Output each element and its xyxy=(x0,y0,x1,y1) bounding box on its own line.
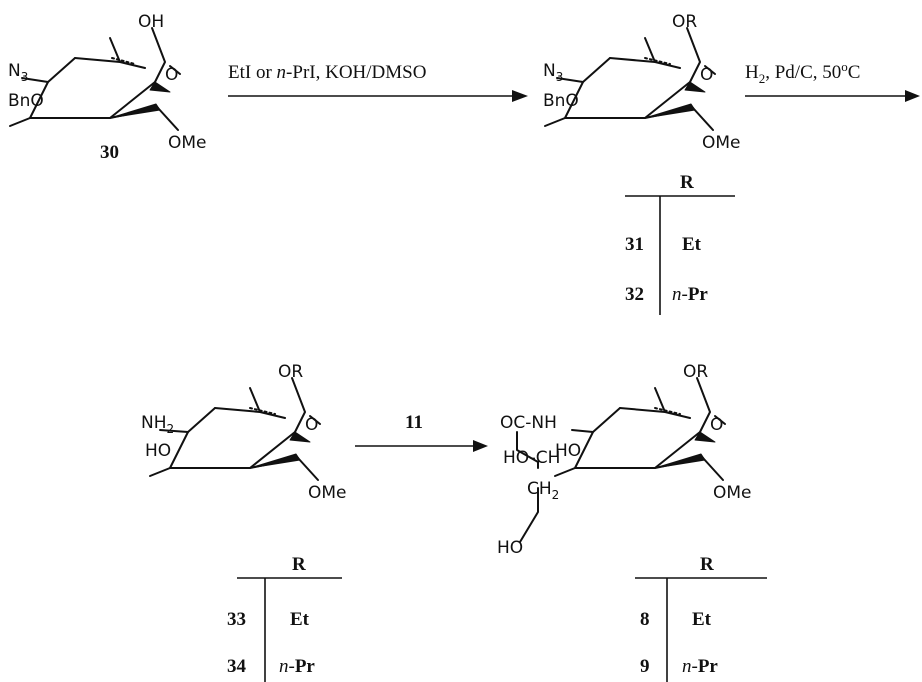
substituent-table-31-32: R 31 Et 32 n-Pr xyxy=(625,172,735,315)
azide-label: N3 xyxy=(8,61,28,84)
compound-number: 31 xyxy=(625,234,644,255)
alkoxy-label: OR xyxy=(683,362,708,382)
compound-number: 30 xyxy=(100,142,119,163)
table-header: R xyxy=(680,172,694,193)
methoxy-label: OMe xyxy=(702,133,741,153)
alkoxy-label: OR xyxy=(672,12,697,32)
reaction-arrow-1: EtI or n-PrI, KOH/DMSO xyxy=(228,62,528,102)
methoxy-label: OMe xyxy=(308,483,347,503)
substituent-value: n-Pr xyxy=(672,284,708,305)
compound-number: 32 xyxy=(625,284,644,305)
compound-30: OH O N3 BnO OMe 30 xyxy=(8,12,207,163)
methoxy-label: OMe xyxy=(713,483,752,503)
compound-31-32: OR O N3 BnO OMe xyxy=(543,12,741,153)
amide-label: OC-NH xyxy=(500,413,557,433)
compound-8-9: OR O OC-NH HO-CH CH2 HO HO OMe xyxy=(497,362,752,558)
table-header: R xyxy=(292,554,306,575)
reaction-arrow-2: H2, Pd/C, 50oC xyxy=(745,59,920,102)
substituent-table-8-9: R 8 Et 9 n-Pr xyxy=(635,554,767,682)
benzyloxy-label: BnO xyxy=(8,91,44,111)
hydroxyl-label: HO xyxy=(145,441,171,461)
compound-number: 33 xyxy=(227,609,246,630)
ring-oxygen-label: O xyxy=(700,65,713,85)
ring-oxygen-label: O xyxy=(710,415,723,435)
substituent-table-33-34: R 33 Et 34 n-Pr xyxy=(227,554,342,682)
substituent-value: n-Pr xyxy=(279,656,315,677)
reaction-arrow-3: 11 xyxy=(355,412,488,452)
table-header: R xyxy=(700,554,714,575)
terminal-hydroxyl-label: HO xyxy=(497,538,523,558)
compound-number: 34 xyxy=(227,656,247,677)
benzyloxy-label: BnO xyxy=(543,91,579,111)
reagent-label-1: EtI or n-PrI, KOH/DMSO xyxy=(228,62,426,83)
methoxy-label: OMe xyxy=(168,133,207,153)
reagent-label-3: 11 xyxy=(405,412,423,433)
methylene-label: CH2 xyxy=(527,479,559,502)
reagent-label-2: H2, Pd/C, 50oC xyxy=(745,59,860,86)
substituent-value: Et xyxy=(692,609,712,630)
ring-oxygen-label: O xyxy=(305,415,318,435)
substituent-value: Et xyxy=(290,609,310,630)
hydroxyl-label: OH xyxy=(138,12,164,32)
alkoxy-label: OR xyxy=(278,362,303,382)
azide-label: N3 xyxy=(543,61,563,84)
amine-label: NH2 xyxy=(141,413,174,436)
compound-number: 8 xyxy=(640,609,650,630)
hydroxyl-label: HO xyxy=(555,441,581,461)
ring-oxygen-label: O xyxy=(165,65,178,85)
hydroxymethine-label: HO-CH xyxy=(503,448,560,468)
substituent-value: Et xyxy=(682,234,702,255)
compound-33-34: OR O NH2 HO OMe xyxy=(141,362,347,503)
substituent-value: n-Pr xyxy=(682,656,718,677)
compound-number: 9 xyxy=(640,656,650,677)
